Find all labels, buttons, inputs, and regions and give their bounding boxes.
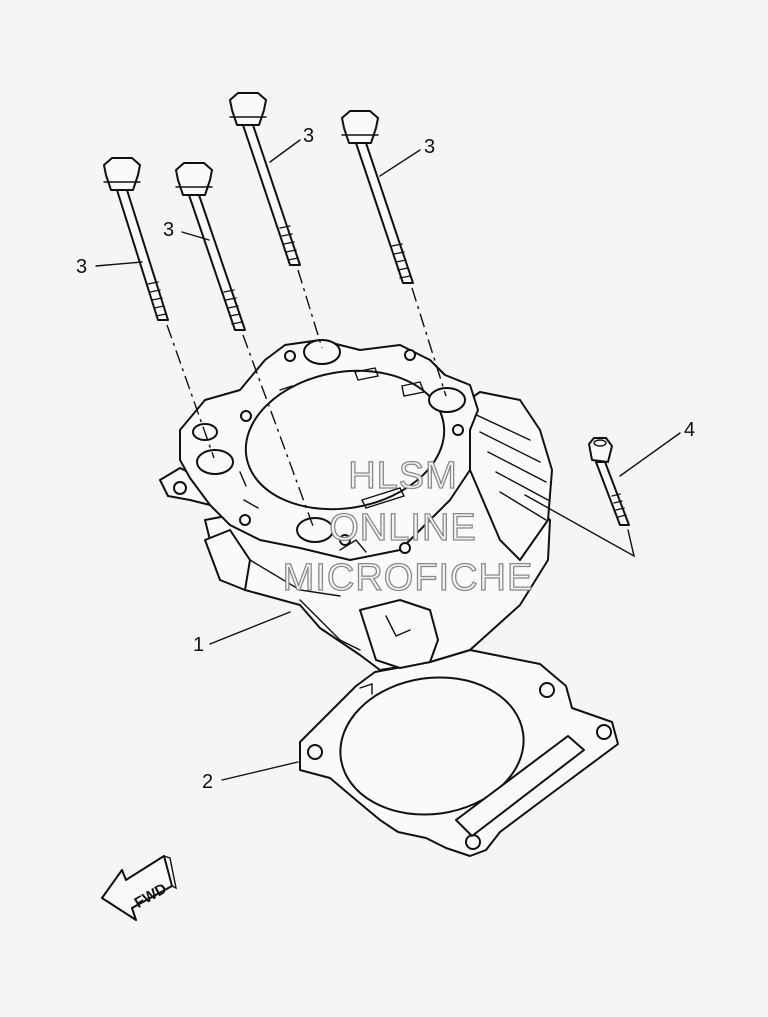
forward-direction-arrow: FWD [101, 855, 177, 921]
watermark-line-1: HLSM [348, 455, 458, 497]
callout-gasket: 2 [202, 771, 213, 793]
cylinder-small-bolt [588, 437, 630, 526]
watermark-line-3: MICROFICHE [283, 557, 534, 599]
cylinder-bolt-center-left [175, 162, 246, 331]
cylinder-block [159, 339, 553, 671]
cylinder-bolt-left [103, 157, 169, 321]
watermark-line-2: ONLINE [329, 507, 476, 549]
cylinder-bolt-center-right [229, 92, 301, 266]
callout-bolt-left: 3 [76, 256, 87, 278]
callout-small-bolt: 4 [684, 419, 695, 441]
callout-bolt-center-right: 3 [303, 125, 314, 147]
assembly-center-lines [166, 269, 636, 558]
callout-bolt-right: 3 [424, 136, 435, 158]
leader-lines [95, 139, 681, 781]
callout-bolt-center-left: 3 [163, 219, 174, 241]
callout-cylinder: 1 [193, 634, 204, 656]
watermark: HLSM ONLINE MICROFICHE [282, 454, 534, 599]
cylinder-gasket [299, 649, 619, 857]
cylinder-bolt-right [341, 110, 414, 284]
